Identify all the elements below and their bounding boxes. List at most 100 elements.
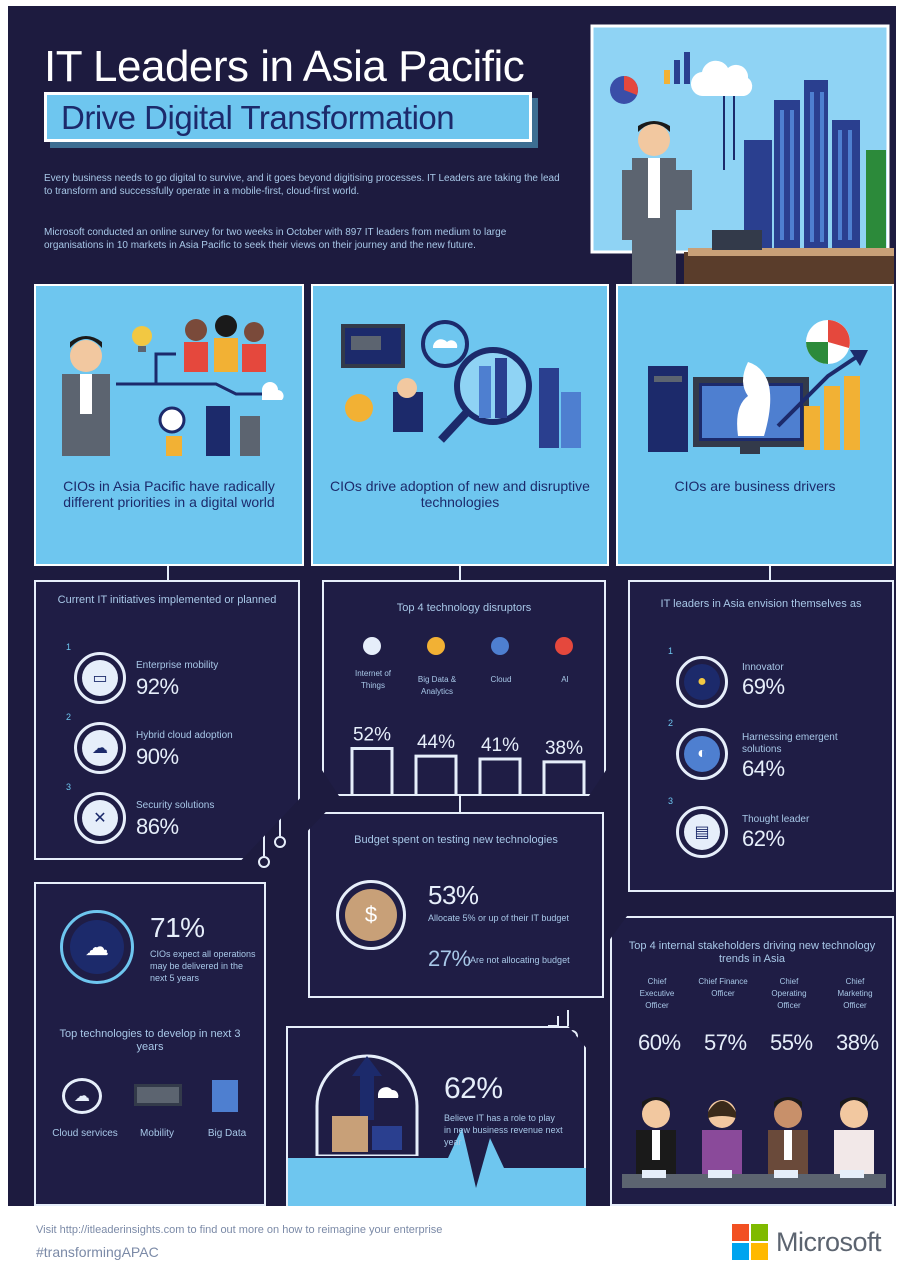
self-view-title: IT leaders in Asia envision themselves a… <box>660 598 862 610</box>
budget-primary-value: 53% <box>428 880 479 910</box>
disruptive-tech-illustration <box>341 320 581 448</box>
footer-hashtag: #transformingAPAC <box>36 1244 159 1260</box>
stakeholders-box: Top 4 internal stakeholders driving new … <box>610 916 894 1206</box>
initiative-label: Enterprise mobility <box>136 660 219 671</box>
disruptor-bar <box>350 747 394 796</box>
business-drivers-illustration <box>648 320 868 454</box>
priorities-illustration <box>62 315 284 456</box>
growth-illustration <box>315 1054 419 1156</box>
stakeholder-label: Chief Finance Officer <box>698 977 748 998</box>
growth-wave <box>288 1128 586 1206</box>
panel-business-drivers-caption: CIOs are business drivers <box>674 478 836 494</box>
disruptor-bar <box>478 757 522 796</box>
panel-disruptive-tech: CIOs drive adoption of new and disruptiv… <box>311 284 609 566</box>
stakeholder-label: Chief Operating Officer <box>771 977 807 1010</box>
self-view-value: 69% <box>742 674 785 699</box>
cloud-icon: ☁ <box>70 920 124 974</box>
cloud-services-icon: ☁ <box>62 1078 102 1114</box>
budget-box: Budget spent on testing new technologies… <box>308 812 604 998</box>
stakeholders-illustration <box>622 1097 886 1188</box>
stakeholder-label: Chief Executive Officer <box>639 977 675 1010</box>
money-bag-icon: $ <box>345 889 397 941</box>
intro-paragraph-2: Microsoft conducted an online survey for… <box>44 227 507 251</box>
disruptor-label: Internet of Things <box>354 669 392 690</box>
page-subtitle: Drive Digital Transformation <box>61 99 455 136</box>
self-view-ring: ● <box>676 656 728 708</box>
budget-title: Budget spent on testing new technologies <box>354 834 558 846</box>
infographic-poster: IT Leaders in Asia Pacific Drive Digital… <box>8 6 896 1206</box>
iot-icon <box>363 637 381 655</box>
stakeholder-value: 60% <box>638 1030 681 1055</box>
initiative-ring: ▭ <box>74 652 126 704</box>
page-title: IT Leaders in Asia Pacific <box>44 42 525 91</box>
mobility-icon: ▭ <box>82 660 118 696</box>
disruptor-value: 44% <box>417 732 455 753</box>
self-view-ring: ◐ <box>676 728 728 780</box>
self-view-label: Thought leader <box>742 814 810 825</box>
budget-ring: $ <box>336 880 406 950</box>
analytics-icon <box>427 637 445 655</box>
disruptor-label: AI <box>561 675 569 684</box>
tech-label: Cloud services <box>52 1128 118 1139</box>
self-view-label: Harnessing emergent solutions <box>742 732 838 755</box>
mobility-device-icon <box>134 1084 182 1106</box>
tech-label: Mobility <box>140 1128 174 1139</box>
stakeholders-title: Top 4 internal stakeholders driving new … <box>628 940 876 965</box>
initiative-ring: ✕ <box>74 792 126 844</box>
disruptor-label: Cloud <box>490 675 512 684</box>
cloud-icon: ☁ <box>82 730 118 766</box>
hero-illustration <box>584 20 894 284</box>
initiatives-box: Current IT initiatives implemented or pl… <box>34 580 300 860</box>
disruptors-title: Top 4 technology disruptors <box>396 602 532 614</box>
disruptor-value: 41% <box>481 735 519 756</box>
stakeholder-label: Chief Marketing Officer <box>837 977 873 1010</box>
initiative-value: 90% <box>136 744 179 769</box>
initiative-value: 92% <box>136 674 179 699</box>
stakeholder-value: 55% <box>770 1030 813 1055</box>
disruptor-value: 52% <box>353 725 391 746</box>
self-view-value: 62% <box>742 826 785 851</box>
initiative-label: Security solutions <box>136 800 215 811</box>
initiative-index: 3 <box>66 782 72 792</box>
initiative-index: 1 <box>66 642 72 652</box>
microsoft-logo-icon <box>732 1224 768 1260</box>
initiative-ring: ☁ <box>74 722 126 774</box>
disruptor-value: 38% <box>545 738 583 759</box>
presentation-icon: ▤ <box>684 814 720 850</box>
cloud-box: ☁ 71% CIOs expect all operations may be … <box>34 882 266 1206</box>
cloud-value: 71% <box>150 912 205 943</box>
initiative-value: 86% <box>136 814 179 839</box>
footer-link[interactable]: Visit http://itleaderinsights.com to fin… <box>36 1224 443 1236</box>
big-data-icon <box>212 1080 238 1112</box>
stakeholder-value: 38% <box>836 1030 879 1055</box>
growth-value: 62% <box>444 1072 503 1105</box>
disruptor-bars-chart: 52% 44% 41% 38% <box>350 637 586 796</box>
disruptor-label: Big Data & Analytics <box>417 675 457 696</box>
growth-box: 62% Believe IT has a role to play in new… <box>286 1026 586 1206</box>
tech-label: Big Data <box>207 1128 247 1139</box>
panel-priorities-caption: CIOs in Asia Pacific have radically diff… <box>63 478 275 510</box>
budget-primary-label: Allocate 5% or up of their IT budget <box>428 913 569 923</box>
self-view-value: 64% <box>742 756 785 781</box>
budget-secondary-value: 27% <box>428 946 471 971</box>
disruptor-bar <box>542 760 586 796</box>
initiative-index: 2 <box>66 712 72 722</box>
initiative-label: Hybrid cloud adoption <box>136 730 233 741</box>
microsoft-wordmark: Microsoft <box>776 1227 882 1257</box>
budget-secondary-label: Are not allocating budget <box>470 955 570 965</box>
self-view-index: 3 <box>668 796 674 806</box>
self-view-ring: ▤ <box>676 806 728 858</box>
self-view-index: 2 <box>668 718 674 728</box>
cloud-label: CIOs expect all operations may be delive… <box>150 949 256 983</box>
stakeholder-value: 57% <box>704 1030 747 1055</box>
self-view-index: 1 <box>668 646 674 656</box>
tech-title: Top technologies to develop in next 3 ye… <box>59 1028 241 1053</box>
self-view-label: Innovator <box>742 662 784 673</box>
panel-disruptive-tech-caption: CIOs drive adoption of new and disruptiv… <box>330 478 590 510</box>
cloud-ring: ☁ <box>60 910 134 984</box>
disruptors-box: Top 4 technology disruptors 52% 44% 41% 38%… <box>322 580 606 796</box>
initiatives-title: Current IT initiatives implemented or pl… <box>57 594 277 606</box>
disruptor-bar <box>414 754 458 796</box>
intro-paragraph-1: Every business needs to go digital to su… <box>44 173 560 197</box>
face-icon: ◐ <box>684 736 720 772</box>
